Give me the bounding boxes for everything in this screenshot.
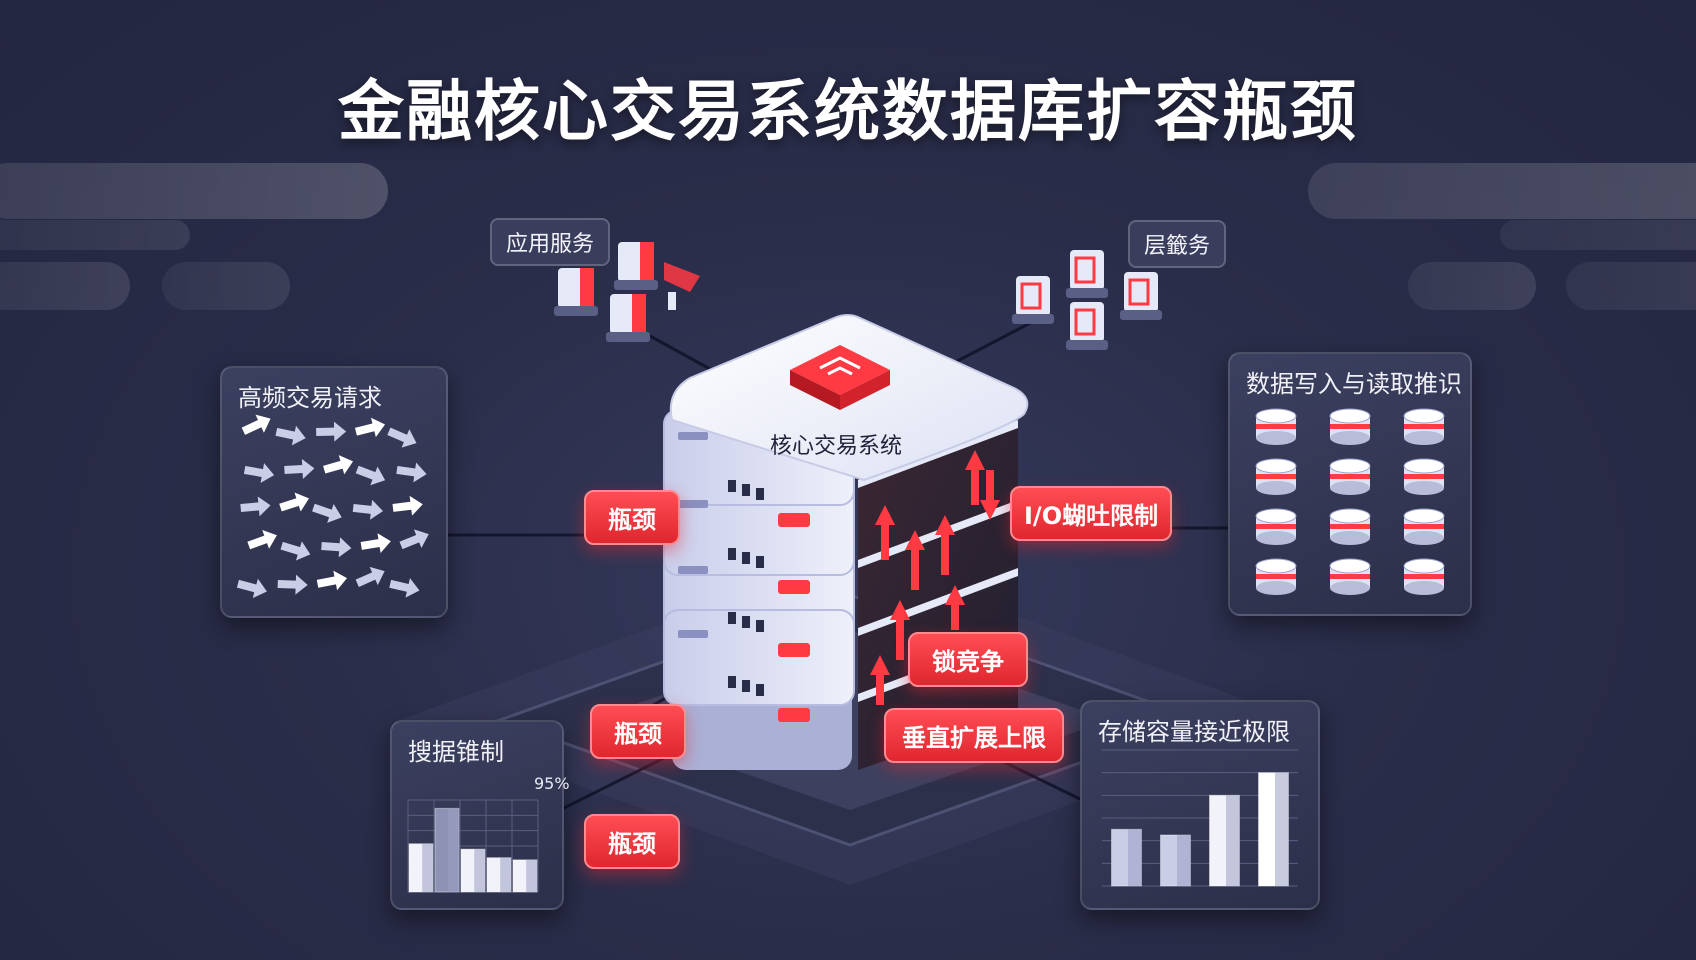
deco-bar-right-1	[1308, 163, 1696, 219]
chip-app-service: 应用服务	[490, 218, 611, 266]
arrow-icon	[279, 492, 310, 512]
panel-storage: 存储容量接近极限	[1080, 700, 1320, 910]
arrow-icon	[352, 499, 383, 520]
arrow-icon	[280, 541, 311, 561]
arrow-icon	[316, 421, 347, 442]
panel-storage-title: 存储容量接近极限	[1098, 718, 1290, 746]
database-cylinder-icon	[1329, 508, 1371, 545]
server-unit-icon	[1012, 276, 1054, 324]
arrow-icon	[312, 503, 342, 523]
arrow-icon	[277, 574, 308, 595]
database-cylinder-icon	[1329, 558, 1371, 595]
deco-bar-left-1	[0, 163, 388, 219]
arrow-icon	[243, 463, 275, 483]
arrow-icon	[355, 465, 386, 486]
database-cylinder-icon	[1403, 558, 1445, 595]
arrow-icon	[240, 496, 271, 517]
page-title: 金融核心交易系统数据库扩容瓶颈	[338, 73, 1358, 150]
arrow-icon	[236, 578, 267, 599]
arrow-icon	[284, 459, 315, 480]
chart-bar-shade	[526, 859, 537, 892]
chart-bar-shade	[448, 808, 459, 892]
arrow-icon	[316, 570, 347, 591]
layer-service-servers	[1012, 250, 1162, 350]
tag-bottleneck-3: 瓶颈	[584, 814, 680, 869]
arrow-icon	[247, 529, 277, 550]
tag-vertical-limit: 垂直扩展上限	[884, 708, 1064, 763]
database-cylinder-icon	[1255, 558, 1297, 595]
arrow-icon	[389, 578, 420, 598]
tag-bottleneck-1: 瓶颈	[584, 490, 680, 545]
database-cylinder-icon	[1255, 408, 1297, 445]
chart-bar-shade	[500, 857, 511, 892]
arrow-icon	[399, 529, 429, 550]
database-cylinder-icon	[1255, 458, 1297, 495]
database-cylinder-icon	[1255, 508, 1297, 545]
arrow-icon	[241, 414, 271, 435]
deco-bar-right-4	[1566, 262, 1696, 310]
chart-bar-shade	[1128, 829, 1142, 886]
server-unit-icon	[614, 242, 658, 290]
tag-bottleneck-2: 瓶颈	[590, 704, 686, 759]
panel-lock: 搜据锥制 95%	[390, 720, 570, 910]
tag-lock-contention: 锁竞争	[908, 632, 1028, 687]
server-unit-icon	[606, 294, 650, 342]
database-cylinder-icon	[1403, 408, 1445, 445]
chart-bar-shade	[1226, 795, 1240, 886]
deco-bar-left-4	[162, 262, 290, 310]
server-label: 核心交易系统	[770, 434, 903, 459]
lock-chart	[407, 799, 539, 893]
arrow-icon	[321, 537, 352, 558]
database-cylinder-icon	[1329, 408, 1371, 445]
deco-bar-left-2	[0, 220, 190, 250]
panel-requests-title: 高频交易请求	[238, 384, 382, 412]
arrow-icon	[392, 495, 423, 516]
arrow-icon	[275, 425, 306, 446]
arrow-icon	[870, 450, 1000, 705]
deco-bar-right-2	[1500, 220, 1696, 250]
logo-icon	[790, 345, 890, 410]
storage-chart	[1102, 749, 1298, 887]
database-cylinder-icon	[1403, 458, 1445, 495]
chart-bar-shade	[1275, 772, 1289, 886]
server-stack	[663, 314, 1029, 770]
arrow-icon	[387, 427, 417, 448]
database-grid	[1255, 408, 1445, 595]
database-cylinder-icon	[1329, 458, 1371, 495]
request-arrows	[236, 414, 429, 599]
server-unit-5	[663, 609, 855, 706]
lock-percent-label: 95%	[534, 774, 570, 793]
database-cylinder-icon	[1403, 508, 1445, 545]
arrow-icon	[354, 417, 386, 438]
panel-readwrite: 数据写入与读取推识	[1228, 352, 1472, 616]
server-unit-icon	[1066, 302, 1108, 350]
server-unit-icon	[554, 268, 598, 316]
server-unit-icon	[1066, 250, 1108, 298]
deco-bar-left-3	[0, 262, 130, 310]
server-unit-icon	[1120, 272, 1162, 320]
deco-bar-right-3	[1408, 262, 1536, 310]
arrow-icon	[323, 455, 354, 475]
chart-bar-shade	[474, 849, 485, 892]
chip-layer-service: 层籤务	[1128, 220, 1227, 268]
chart-bar-shade	[1177, 835, 1191, 886]
arrow-icon	[396, 462, 427, 483]
panel-lock-title: 搜据锥制	[408, 738, 504, 766]
tag-io-limit: I/O蝴吐限制	[1010, 486, 1173, 541]
chart-bar-shade	[422, 843, 433, 892]
arrow-icon	[355, 566, 385, 587]
app-service-servers	[554, 242, 700, 342]
panel-requests: 高频交易请求	[220, 366, 448, 618]
panel-readwrite-title: 数据写入与读取推识	[1246, 370, 1462, 398]
arrow-icon	[360, 533, 391, 553]
